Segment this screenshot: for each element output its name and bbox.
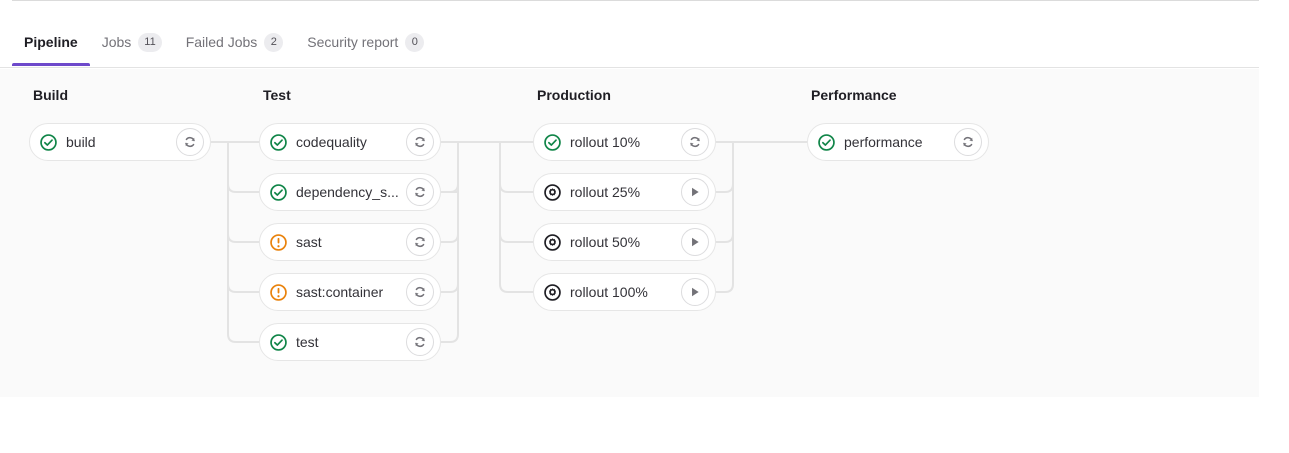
job-name: codequality xyxy=(296,134,367,150)
retry-job-button[interactable] xyxy=(176,128,204,156)
job-card[interactable]: sast:container xyxy=(259,273,441,311)
retry-icon xyxy=(963,136,973,148)
job-card[interactable]: rollout 25% xyxy=(533,173,716,211)
tab-badge: 2 xyxy=(264,32,284,52)
job-name: rollout 50% xyxy=(570,234,641,250)
play-icon xyxy=(692,287,699,297)
status-manual-icon xyxy=(544,183,561,201)
stage-title: Performance xyxy=(811,87,897,103)
pipeline-tab-bar: Pipeline Jobs 11 Failed Jobs 2 Security repor… xyxy=(0,18,1259,68)
status-success-icon xyxy=(270,183,287,201)
status-manual-icon xyxy=(544,283,561,301)
pipeline-stage-production: Production rollout 10% rollout 25% rollout … xyxy=(533,69,716,397)
job-card[interactable]: rollout 10% xyxy=(533,123,716,161)
job-card[interactable]: performance xyxy=(807,123,989,161)
job-name: sast:container xyxy=(296,284,384,300)
tab-label: Failed Jobs xyxy=(185,34,258,50)
stage-title: Production xyxy=(537,87,611,103)
retry-job-button[interactable] xyxy=(681,128,709,156)
job-name: sast xyxy=(296,234,322,250)
tab-badge: 11 xyxy=(138,32,162,52)
tab-badge: 0 xyxy=(405,32,425,52)
pipeline-stage-performance: Performance performance xyxy=(807,69,989,397)
status-success-icon xyxy=(544,133,561,151)
job-card[interactable]: rollout 100% xyxy=(533,273,716,311)
retry-icon xyxy=(415,136,425,148)
play-job-button[interactable] xyxy=(681,278,709,306)
job-name: rollout 100% xyxy=(570,284,648,300)
status-success-icon xyxy=(270,333,287,351)
job-card[interactable]: rollout 50% xyxy=(533,223,716,261)
retry-icon xyxy=(415,236,425,248)
job-card[interactable]: test xyxy=(259,323,441,361)
job-name: rollout 25% xyxy=(570,184,641,200)
play-icon xyxy=(692,237,699,247)
pipeline-graph-panel: Build build Test codequality dependency_s...… xyxy=(0,69,1259,397)
job-name: test xyxy=(296,334,319,350)
retry-job-button[interactable] xyxy=(406,128,434,156)
play-job-button[interactable] xyxy=(681,228,709,256)
stage-title: Test xyxy=(263,87,291,103)
play-job-button[interactable] xyxy=(681,178,709,206)
tab-pipeline[interactable]: Pipeline xyxy=(12,18,90,66)
job-card[interactable]: build xyxy=(29,123,211,161)
job-name: performance xyxy=(844,134,923,150)
tab-security-report[interactable]: Security report 0 xyxy=(295,18,436,66)
job-name: dependency_s... xyxy=(296,184,399,200)
tab-failed-jobs[interactable]: Failed Jobs 2 xyxy=(174,18,296,66)
top-divider xyxy=(12,0,1259,1)
status-warning-icon xyxy=(270,233,287,251)
tab-label: Pipeline xyxy=(24,34,78,50)
job-card[interactable]: sast xyxy=(259,223,441,261)
job-card[interactable]: dependency_s... xyxy=(259,173,441,211)
retry-job-button[interactable] xyxy=(406,278,434,306)
play-icon xyxy=(692,187,699,197)
retry-icon xyxy=(185,136,195,148)
pipeline-stage-test: Test codequality dependency_s...sast sast:c… xyxy=(259,69,441,397)
tab-label: Security report xyxy=(307,34,399,50)
retry-icon xyxy=(415,186,425,198)
status-warning-icon xyxy=(270,283,287,301)
retry-icon xyxy=(415,336,425,348)
job-name: rollout 10% xyxy=(570,134,641,150)
retry-job-button[interactable] xyxy=(406,328,434,356)
job-name: build xyxy=(66,134,96,150)
job-card[interactable]: codequality xyxy=(259,123,441,161)
pipeline-stage-build: Build build xyxy=(29,69,211,397)
status-success-icon xyxy=(40,133,57,151)
retry-job-button[interactable] xyxy=(406,228,434,256)
retry-job-button[interactable] xyxy=(954,128,982,156)
tab-label: Jobs xyxy=(101,34,132,50)
stage-title: Build xyxy=(33,87,68,103)
status-success-icon xyxy=(818,133,835,151)
retry-icon xyxy=(415,286,425,298)
retry-icon xyxy=(690,136,700,148)
tab-jobs[interactable]: Jobs 11 xyxy=(90,18,174,66)
status-success-icon xyxy=(270,133,287,151)
retry-job-button[interactable] xyxy=(406,178,434,206)
status-manual-icon xyxy=(544,233,561,251)
